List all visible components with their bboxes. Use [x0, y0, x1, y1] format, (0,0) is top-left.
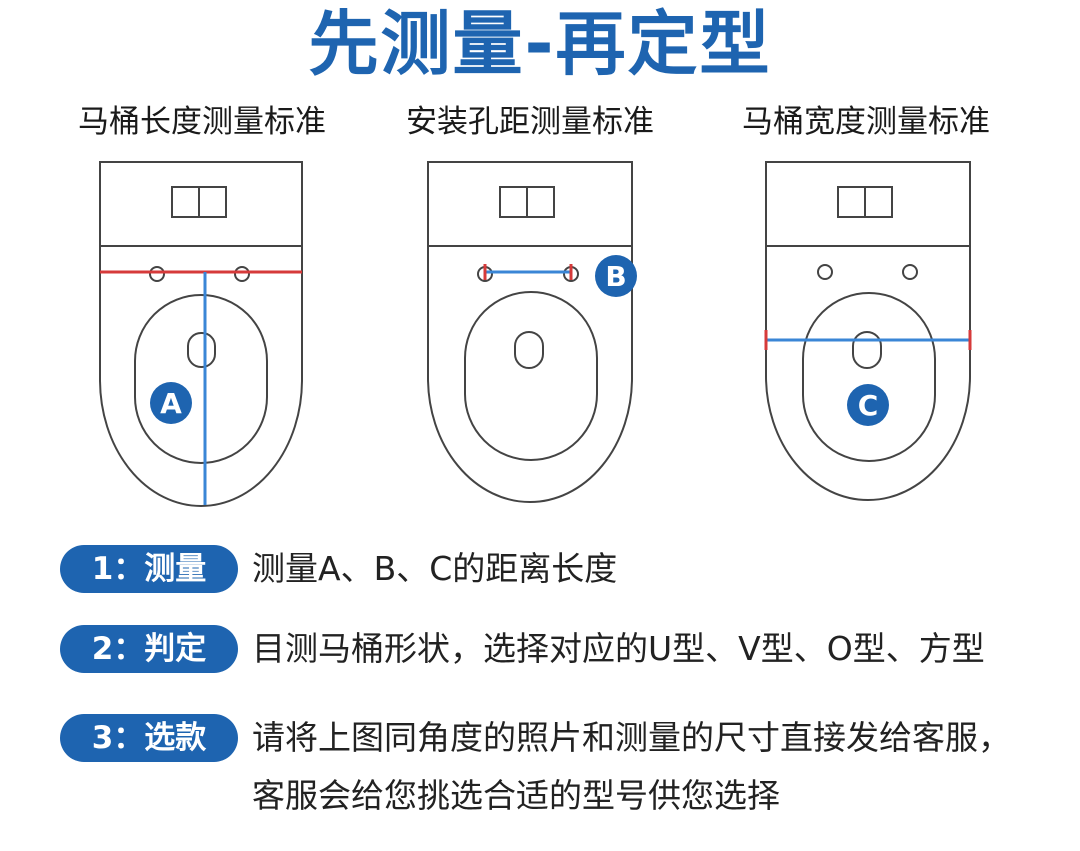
toilet-1-outline [99, 161, 303, 507]
toilet-length-diagram [99, 161, 303, 507]
step-2-badge: 2：判定 [60, 625, 238, 673]
label-length-standard: 马桶长度测量标准 [78, 104, 326, 140]
step-3-text: 请将上图同角度的照片和测量的尺寸直接发给客服，客服会给您挑选合适的型号供您选择 [252, 718, 1011, 815]
toilet-2-seat [464, 291, 598, 461]
svg-text:A: A [160, 387, 182, 420]
step-3-badge: 3：选款 [60, 714, 238, 762]
label-width-standard: 马桶宽度测量标准 [742, 104, 990, 140]
step-2-text: 目测马桶形状，选择对应的U型、V型、O型、方型 [252, 629, 985, 668]
toilet-2-outline [427, 161, 633, 503]
marker-b: B [595, 255, 637, 297]
label-hole-distance-standard: 安装孔距测量标准 [406, 104, 654, 140]
toilet-3-bolt-hole-left [817, 264, 833, 280]
svg-text:C: C [858, 389, 879, 422]
toilet-hole-distance-diagram [427, 161, 633, 503]
toilet-3-bolt-hole-right [902, 264, 918, 280]
toilet-1-seat [134, 294, 268, 464]
marker-a: A [150, 382, 192, 424]
step-1-text: 测量A、B、C的距离长度 [252, 549, 618, 588]
marker-c: C [847, 384, 889, 426]
toilet-1-bolt-hole-left [149, 266, 165, 282]
toilet-diagrams: A B C [99, 161, 972, 507]
toilet-1-bolt-hole-right [234, 266, 250, 282]
svg-text:B: B [605, 260, 626, 293]
toilet-width-diagram [765, 161, 971, 501]
toilet-3-seat [802, 292, 936, 462]
toilet-1-drain [187, 332, 216, 368]
page-title: 先测量-再定型 [308, 3, 772, 85]
toilet-3-outline [765, 161, 971, 501]
toilet-3-drain [852, 331, 882, 369]
toilet-2-drain [514, 331, 544, 369]
step-1-badge: 1：测量 [60, 545, 238, 593]
